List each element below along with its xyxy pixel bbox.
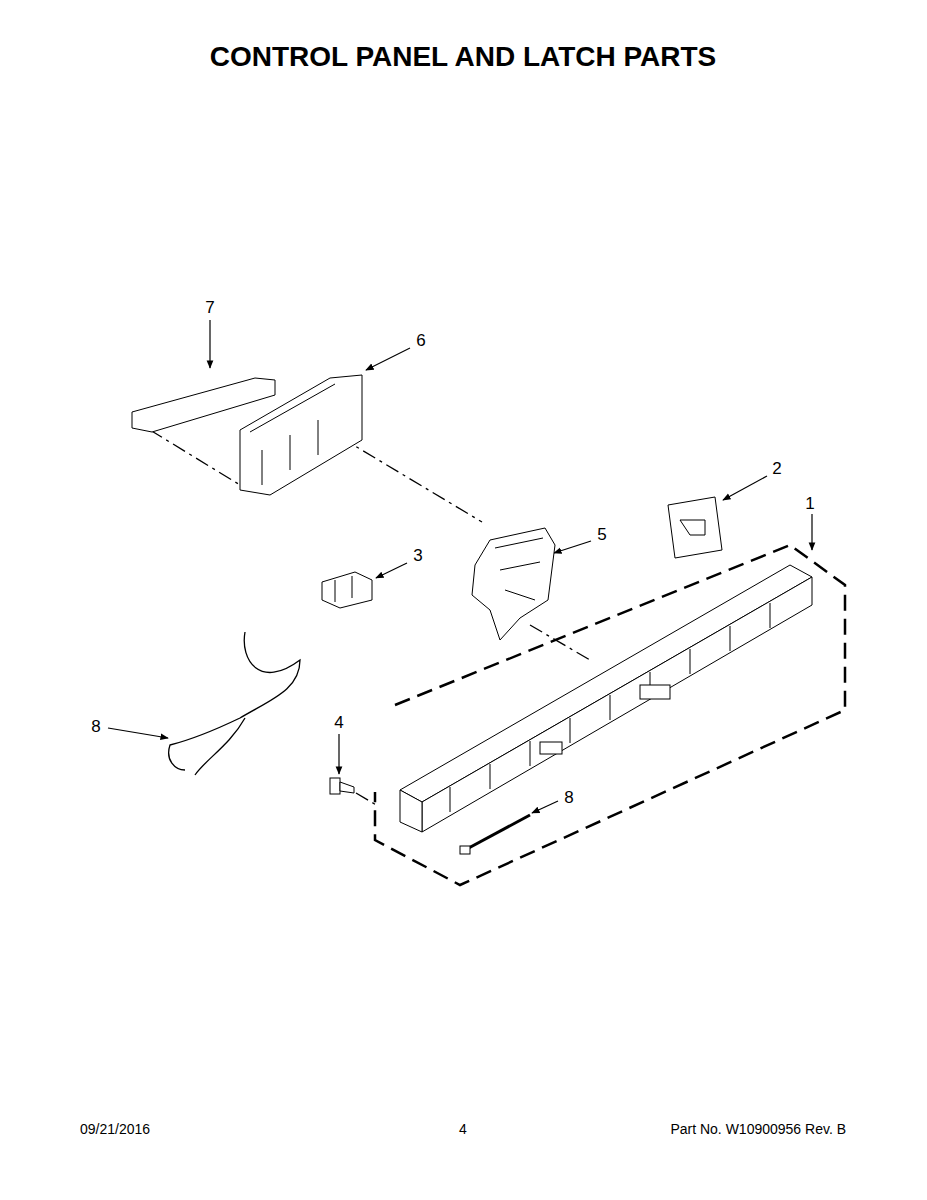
leader-lines: [108, 320, 812, 813]
panel-front: [422, 577, 812, 832]
panel-end: [400, 790, 422, 832]
leader-line: [338, 734, 339, 774]
leader-line: [723, 476, 767, 500]
leader-line: [532, 801, 558, 813]
callout-number: 3: [411, 546, 424, 565]
leader-line: [811, 514, 812, 550]
bracket-body: [322, 572, 372, 608]
part-number: Part No. W10900956 Rev. B: [670, 1122, 846, 1136]
latch-detail: [495, 538, 543, 600]
card-detail: [680, 520, 705, 535]
page-title: CONTROL PANEL AND LATCH PARTS: [210, 43, 717, 71]
footer-date: 09/21/2016: [80, 1122, 150, 1136]
callout-number: 5: [595, 525, 608, 544]
callout-number: 8: [89, 717, 102, 736]
strip-body: [132, 378, 275, 432]
panel-tab: [540, 742, 562, 754]
callout-number: 7: [203, 298, 216, 317]
callout-number: 1: [803, 494, 816, 513]
panel-top: [400, 565, 812, 802]
callout-number: 2: [770, 459, 783, 478]
leader-line: [209, 320, 210, 368]
leader-line: [554, 541, 591, 553]
screw-shank: [340, 782, 354, 793]
part-screw: [330, 778, 354, 794]
panel-tab: [640, 685, 670, 699]
assembly-line: [150, 430, 245, 488]
wire-plug: [460, 846, 470, 854]
callout-number: 4: [332, 713, 345, 732]
group-bracket: [375, 545, 845, 885]
page-number: 4: [459, 1122, 467, 1136]
assembly-line: [340, 437, 482, 522]
wire-harness: [169, 632, 300, 775]
leader-line: [108, 728, 168, 738]
screw-head: [330, 778, 340, 794]
callout-number: 8: [562, 788, 575, 807]
part-card: [668, 497, 722, 558]
part-bracket: [322, 572, 372, 608]
leader-line: [366, 348, 410, 370]
control-panel: [400, 565, 812, 832]
callout-number: 6: [414, 331, 427, 350]
wire-connector: [465, 815, 530, 850]
leader-line: [376, 563, 407, 578]
bracket-detail: [335, 576, 352, 602]
part-latch: [472, 528, 555, 640]
part-strip: [132, 378, 275, 432]
latch-body: [472, 528, 555, 640]
